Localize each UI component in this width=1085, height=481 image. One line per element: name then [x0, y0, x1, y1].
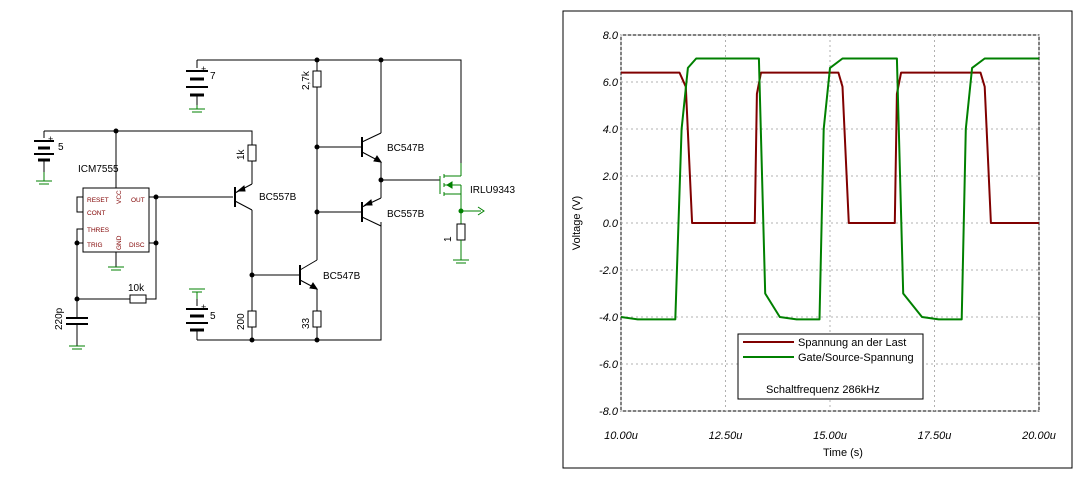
series-lines [620, 57, 1039, 321]
x-axis-label: Time (s) [823, 447, 863, 459]
q2-label: BC547B [387, 143, 425, 154]
r-2k7-label: 2,7k [301, 70, 312, 90]
supply-5v-bottom-label: 5 [210, 311, 216, 322]
x-tick-label: 10.00u [604, 430, 638, 442]
svg-text:+: + [48, 134, 53, 144]
x-tick-label: 12.50u [709, 430, 743, 442]
y-tick-labels: 8.0 6.0 4.0 2.0 0.0 -2.0 -4.0 -6.0 -8.0 [599, 30, 619, 418]
pin-thres: THRES [87, 227, 110, 234]
supply-5v-bottom: + 5 [186, 288, 216, 340]
svg-text:+: + [201, 64, 206, 74]
pin-vcc: VCC [116, 190, 123, 204]
transistor-bc547b-top: BC547B [361, 132, 425, 163]
ic-name: ICM7555 [78, 164, 119, 175]
supply-5v-top: + 5 [34, 130, 116, 172]
y-tick-label: -6.0 [599, 359, 619, 371]
q1-label: BC557B [259, 192, 297, 203]
svg-text:+: + [201, 302, 206, 312]
y-tick-label: 6.0 [603, 77, 619, 89]
ground-7v [189, 105, 205, 113]
pin-reset: RESET [87, 197, 109, 204]
q3-label: BC557B [387, 209, 425, 220]
y-axis-label: Voltage (V) [571, 196, 583, 250]
ic-icm7555: ICM7555 RESET CONT THRES TRIG OUT DISC V… [78, 164, 150, 253]
y-tick-label: -8.0 [599, 406, 619, 418]
pin-out: OUT [131, 197, 145, 204]
y-tick-label: -2.0 [599, 265, 619, 277]
ground-5v-top [36, 172, 52, 185]
mosfet-label: IRLU9343 [470, 185, 515, 196]
transistor-bc557b-2: BC557B [361, 197, 425, 227]
q4-label: BC547B [323, 271, 361, 282]
r-200-label: 200 [236, 313, 247, 330]
mosfet-irlu9343 [439, 163, 485, 264]
circuit-schematic: + 7 + 5 [34, 57, 515, 350]
r-10k-label: 10k [128, 283, 145, 294]
r-1k-label: 1k [236, 148, 247, 160]
y-tick-label: -4.0 [599, 312, 619, 324]
x-tick-label: 15.00u [813, 430, 847, 442]
pin-disc: DISC [129, 242, 145, 249]
pin-trig: TRIG [87, 242, 103, 249]
transistor-bc557b-1: BC557B [234, 183, 297, 211]
pin-gnd: GND [116, 235, 123, 250]
supply-7v-label: 7 [210, 71, 216, 82]
legend-label-gate-source: Gate/Source-Spannung [798, 352, 914, 364]
y-tick-label: 4.0 [603, 124, 619, 136]
annotation-frequency: Schaltfrequenz 286kHz [766, 384, 880, 396]
supply-7v: + 7 [186, 60, 216, 105]
legend: Spannung an der Last Gate/Source-Spannun… [737, 333, 924, 400]
series-line-0 [621, 71, 1039, 224]
series-line-1 [620, 57, 1039, 321]
transistor-bc547b-low: BC547B [299, 259, 361, 290]
x-tick-label: 17.50u [918, 430, 952, 442]
y-tick-label: 8.0 [603, 30, 619, 42]
y-tick-label: 2.0 [602, 171, 619, 183]
r-33-label: 33 [301, 317, 312, 329]
x-tick-labels: 10.00u 12.50u 15.00u 17.50u 20.00u [604, 430, 1056, 442]
r-load-label: 1 [443, 236, 454, 242]
pin-cont: CONT [87, 210, 105, 217]
voltage-chart: 8.0 6.0 4.0 2.0 0.0 -2.0 -4.0 -6.0 -8.0 10.00u 12… [562, 10, 1073, 469]
x-tick-label: 20.00u [1021, 430, 1056, 442]
legend-label-load: Spannung an der Last [798, 337, 906, 349]
supply-5v-top-label: 5 [58, 142, 64, 153]
y-tick-label: 0.0 [603, 218, 619, 230]
c-220p-label: 220p [54, 307, 65, 330]
